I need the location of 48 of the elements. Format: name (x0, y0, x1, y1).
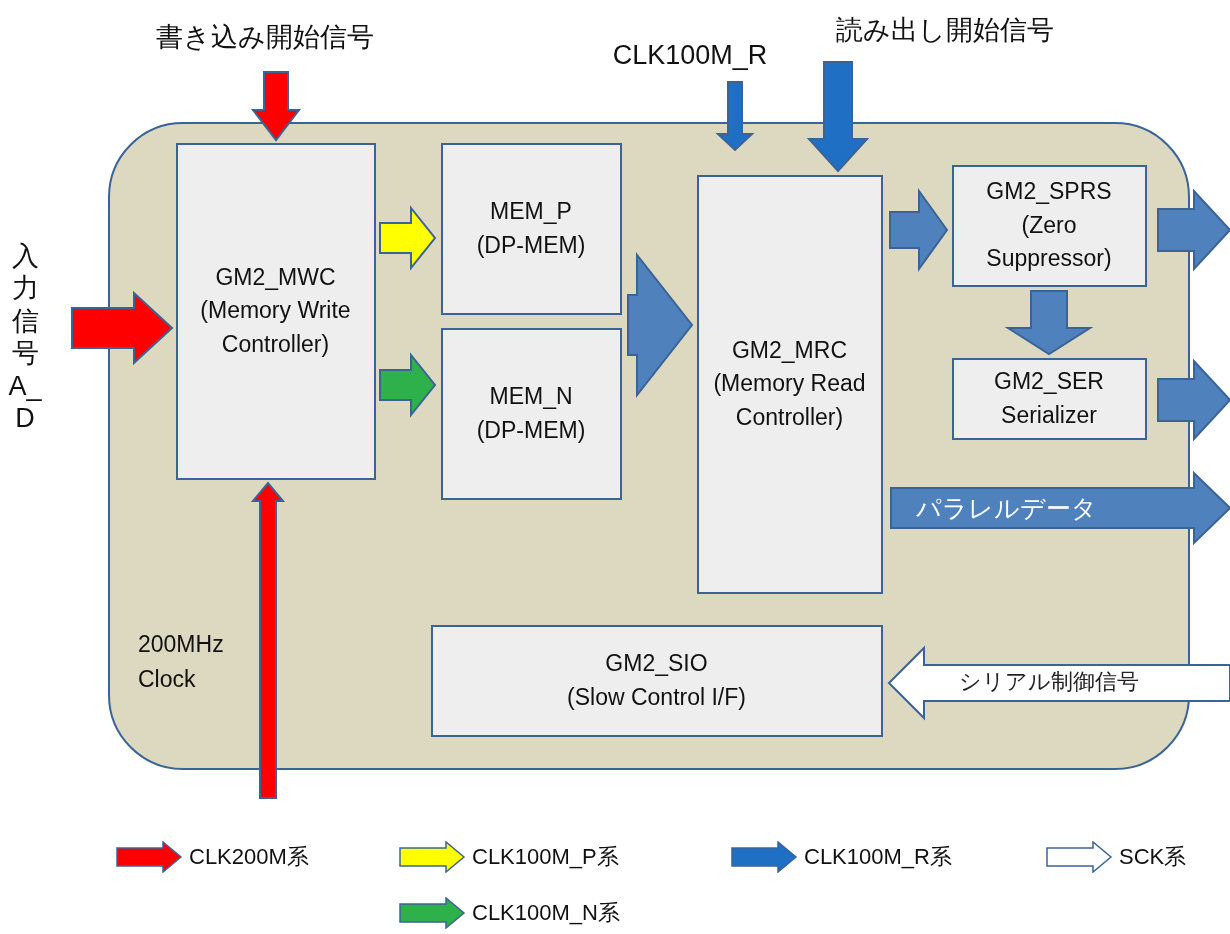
block-arrow (1157, 188, 1230, 272)
clock-label: 200MHz Clock (138, 630, 225, 694)
process-box (951, 357, 1147, 440)
box-title: GM2_MRC (732, 336, 847, 365)
process-box (175, 142, 376, 480)
signal-label: 書き込み開始信号 (135, 12, 395, 62)
box-title: GM2_SPRS (986, 177, 1112, 207)
block-arrow (889, 187, 949, 273)
legend-label: CLK100M_R系 (804, 843, 952, 871)
block-arrow (250, 71, 302, 142)
box-title: GM2_SIO (605, 649, 708, 679)
box-subtitle: (Memory Write Controller) (199, 296, 352, 359)
legend-label: CLK100M_P系 (472, 843, 619, 871)
box-title: MEM_P (490, 197, 572, 227)
signal-label: CLK100M_R (605, 35, 775, 75)
box-title: MEM_N (489, 382, 573, 412)
legend-label: SCK系 (1119, 843, 1187, 871)
signal-label: 読み出し開始信号 (815, 5, 1075, 55)
block-arrow (379, 352, 437, 418)
process-box (440, 142, 622, 315)
signal-label: 入力信号A_D (8, 240, 42, 440)
box-subtitle: Serializer (1001, 400, 1097, 430)
box-subtitle: (Memory Read Controller) (712, 369, 867, 432)
block-arrow (806, 61, 870, 173)
process-box (696, 174, 883, 594)
block-arrow (379, 205, 437, 271)
block-arrow (71, 290, 174, 366)
block-arrow (887, 645, 1230, 721)
legend-label: CLK200M系 (189, 843, 309, 871)
box-title: GM2_SER (994, 367, 1104, 397)
box-subtitle: (DP-MEM) (476, 230, 586, 260)
legend-label: CLK100M_N系 (472, 899, 620, 927)
block-arrow (627, 252, 694, 398)
box-subtitle: (Zero Suppressor) (985, 210, 1113, 274)
fpga-panel (108, 122, 1190, 770)
block-arrow (1157, 358, 1230, 442)
block-arrow (890, 470, 1230, 546)
process-box (951, 164, 1147, 287)
box-subtitle: (DP-MEM) (476, 415, 586, 445)
edge-label: パラレルデータ (916, 496, 1097, 521)
box-subtitle: (Slow Control I/F) (567, 682, 746, 712)
block-arrow (1004, 290, 1094, 356)
block-arrow (250, 481, 286, 799)
process-box (440, 327, 622, 500)
block-arrow (715, 81, 755, 152)
process-box (430, 624, 883, 737)
edge-label: シリアル制御信号 (959, 671, 1139, 693)
box-title: GM2_MWC (215, 263, 336, 292)
